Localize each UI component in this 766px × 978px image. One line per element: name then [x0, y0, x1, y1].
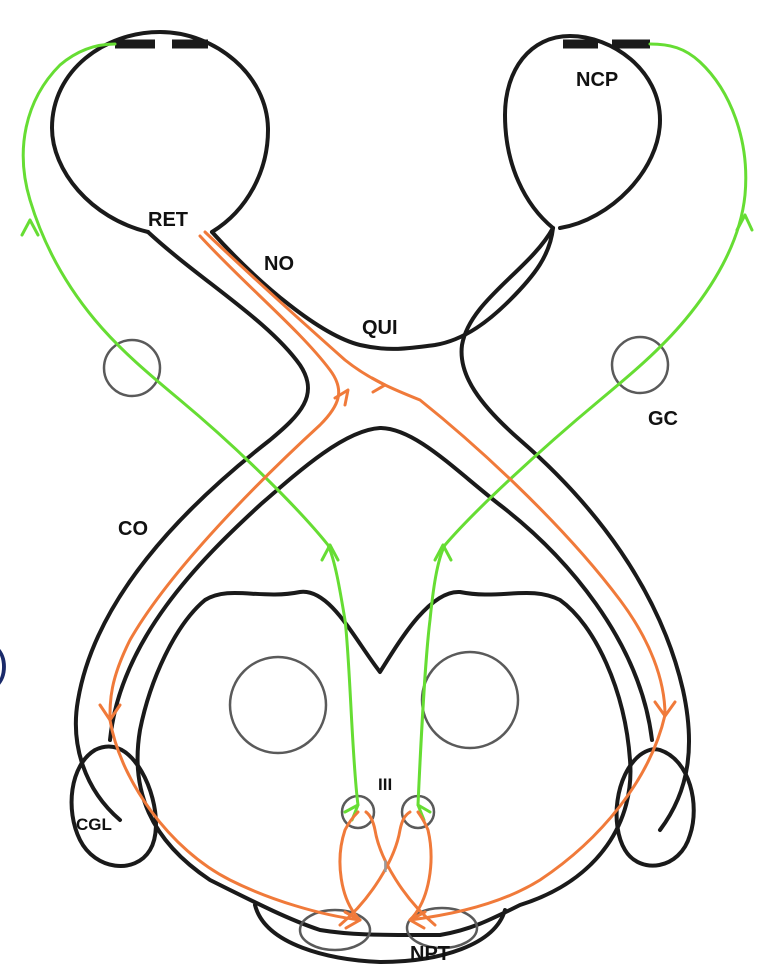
label-ncp: NCP	[576, 69, 618, 91]
right-efferent-path	[418, 44, 746, 805]
left-ciliary-ganglion	[104, 340, 160, 396]
label-gc: GC	[648, 408, 678, 430]
orange-arrow	[372, 378, 385, 392]
label-iii: III	[378, 775, 392, 794]
right-lgn	[617, 749, 694, 865]
green-arrow	[22, 220, 38, 235]
label-qui: QUI	[362, 317, 398, 339]
right-eyeball	[505, 36, 660, 228]
left-efferent-path	[23, 44, 358, 805]
label-no: NO	[264, 253, 294, 275]
label-cgl: CGL	[76, 815, 112, 834]
afferent-path-to-npt-left	[110, 720, 360, 920]
left-midbrain-nucleus	[230, 657, 326, 753]
label-ret: RET	[148, 209, 188, 231]
edge-fragment: )	[0, 639, 9, 688]
label-npt: NPT	[410, 943, 450, 965]
midbrain-outline	[138, 592, 631, 935]
tract-inner-boundary	[110, 428, 652, 740]
left-eyeball	[52, 32, 268, 232]
label-co: CO	[118, 518, 148, 540]
label-ew: I	[383, 857, 388, 876]
right-midbrain-nucleus	[422, 652, 518, 748]
